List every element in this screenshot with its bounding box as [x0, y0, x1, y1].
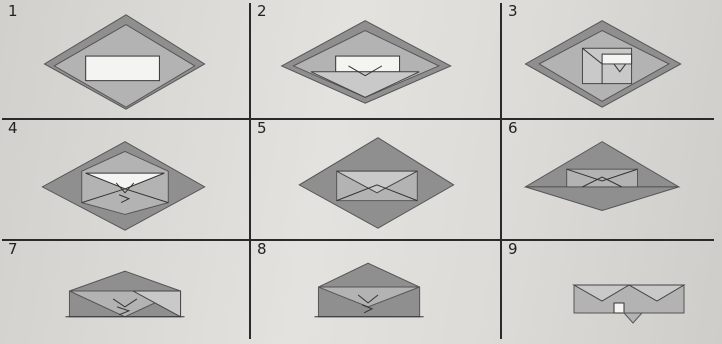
- origami-step-3-icon: [502, 3, 714, 118]
- origami-step-6-icon: [502, 120, 714, 239]
- origami-step-1-icon: [2, 3, 249, 118]
- origami-step-2-icon: [251, 3, 500, 118]
- origami-step-5-icon: [251, 120, 500, 239]
- step-5-panel: 5: [251, 120, 502, 241]
- step-7-panel: 7: [2, 241, 251, 339]
- origami-step-4-icon: [2, 120, 249, 239]
- step-4-panel: 4: [2, 120, 251, 241]
- step-2-panel: 2: [251, 3, 502, 120]
- step-6-panel: 6: [502, 120, 714, 241]
- origami-step-9-icon: [502, 241, 714, 339]
- step-8-panel: 8: [251, 241, 502, 339]
- origami-step-7-icon: [2, 241, 249, 339]
- steps-grid: 1 2 3: [2, 3, 714, 339]
- step-9-panel: 9: [502, 241, 714, 339]
- origami-step-8-icon: [251, 241, 500, 339]
- step-3-panel: 3: [502, 3, 714, 120]
- step-1-panel: 1: [2, 3, 251, 120]
